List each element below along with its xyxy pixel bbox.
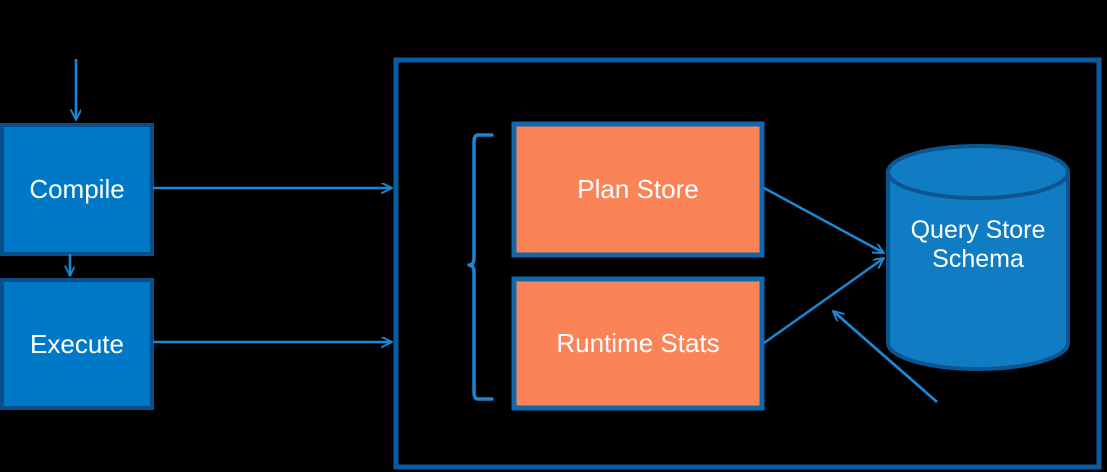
query-store-schema-cylinder[interactable] bbox=[886, 144, 1070, 371]
runtime-stats-box[interactable] bbox=[511, 276, 765, 411]
store-group-brace bbox=[467, 133, 494, 401]
query-store-container bbox=[393, 57, 1102, 470]
edge-external-to-schema bbox=[833, 309, 938, 404]
edge-plan-store-to-schema bbox=[763, 186, 884, 255]
edge-runtime-stats-to-schema bbox=[763, 256, 884, 345]
plan-store-box[interactable] bbox=[511, 121, 765, 258]
compile-box[interactable] bbox=[0, 123, 154, 256]
execute-box[interactable] bbox=[0, 278, 154, 410]
